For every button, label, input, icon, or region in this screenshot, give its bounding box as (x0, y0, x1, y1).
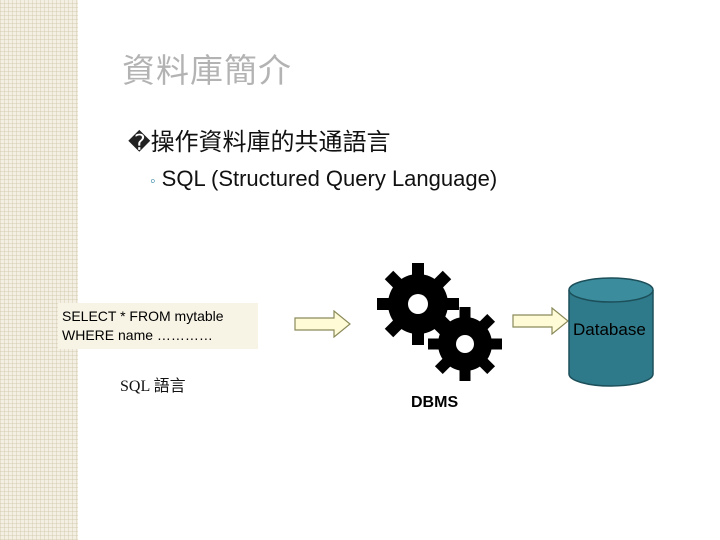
dbms-label: DBMS (411, 394, 459, 411)
circle-bullet-icon: ◦ (150, 173, 156, 190)
sql-query-line-1: SELECT * FROM mytable (62, 308, 224, 324)
gears-icon (377, 263, 502, 381)
database-label: Database (573, 320, 646, 339)
bullet-text: 操作資料庫的共通語言 (150, 128, 391, 156)
slide-title: 資料庫簡介 (122, 51, 292, 90)
bullet-icon: � (128, 131, 151, 156)
sql-query-box: SELECT * FROM mytable WHERE name ………… (58, 303, 258, 349)
sub-bullet-text: SQL (Structured Query Language) (161, 166, 498, 191)
arrow-right-icon (294, 310, 351, 338)
bullet-item: �操作資料庫的共通語言 (128, 122, 391, 157)
sql-caption: SQL 語言 (120, 378, 186, 395)
sql-query-line-2: WHERE name ………… (62, 327, 213, 343)
arrow-right-icon (512, 307, 569, 335)
decorative-side-strip (0, 0, 78, 540)
sub-bullet-item: ◦ SQL (Structured Query Language) (150, 166, 497, 192)
database-icon (568, 277, 654, 387)
